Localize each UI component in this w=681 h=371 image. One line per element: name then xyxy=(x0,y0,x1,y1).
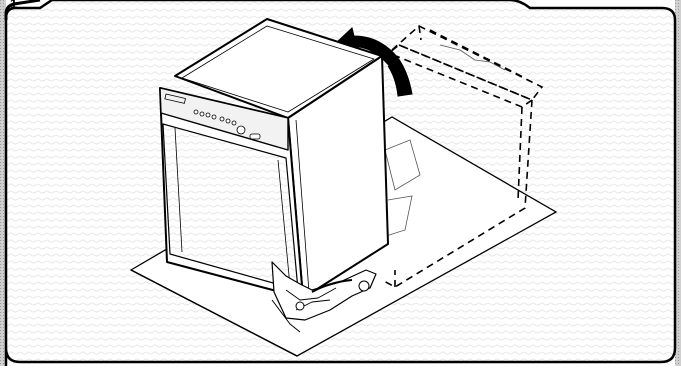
step-number: 1 xyxy=(10,0,17,11)
